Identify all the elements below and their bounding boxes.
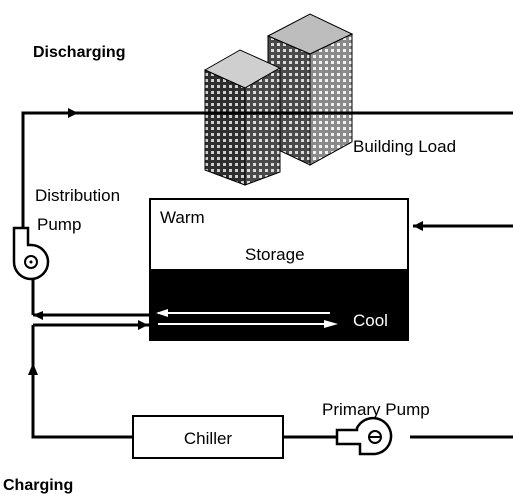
tank-arrow-right bbox=[324, 320, 338, 328]
charging-title: Charging bbox=[3, 477, 73, 494]
arrow-junction-left bbox=[33, 311, 43, 320]
arrow-charging-up bbox=[28, 363, 38, 375]
tank-warm-zone bbox=[149, 198, 409, 271]
distribution-label: Distribution bbox=[35, 186, 120, 205]
chiller-box: Chiller bbox=[132, 415, 284, 459]
tank-cool-zone bbox=[149, 269, 409, 341]
discharging-title: Discharging bbox=[33, 44, 125, 61]
distribution-pump-icon bbox=[12, 226, 50, 281]
primary-pump-label: Primary Pump bbox=[322, 400, 430, 419]
warm-label: Warm bbox=[160, 208, 205, 227]
storage-label: Storage bbox=[245, 245, 305, 264]
pump-label: Pump bbox=[37, 215, 81, 234]
cool-label: Cool bbox=[353, 311, 388, 330]
arrow-return-left bbox=[413, 221, 423, 231]
piping bbox=[21, 111, 513, 439]
primary-pump-icon bbox=[335, 416, 393, 456]
arrow-junction-right bbox=[138, 320, 148, 330]
storage-tank: Warm Storage Cool bbox=[149, 198, 409, 341]
tank-arrow-left bbox=[156, 309, 168, 317]
arrow-top-right bbox=[68, 108, 78, 118]
building-icon bbox=[203, 13, 354, 186]
chiller-label: Chiller bbox=[184, 429, 233, 448]
flow-arrows bbox=[28, 108, 423, 375]
building-load-label: Building Load bbox=[353, 137, 456, 156]
